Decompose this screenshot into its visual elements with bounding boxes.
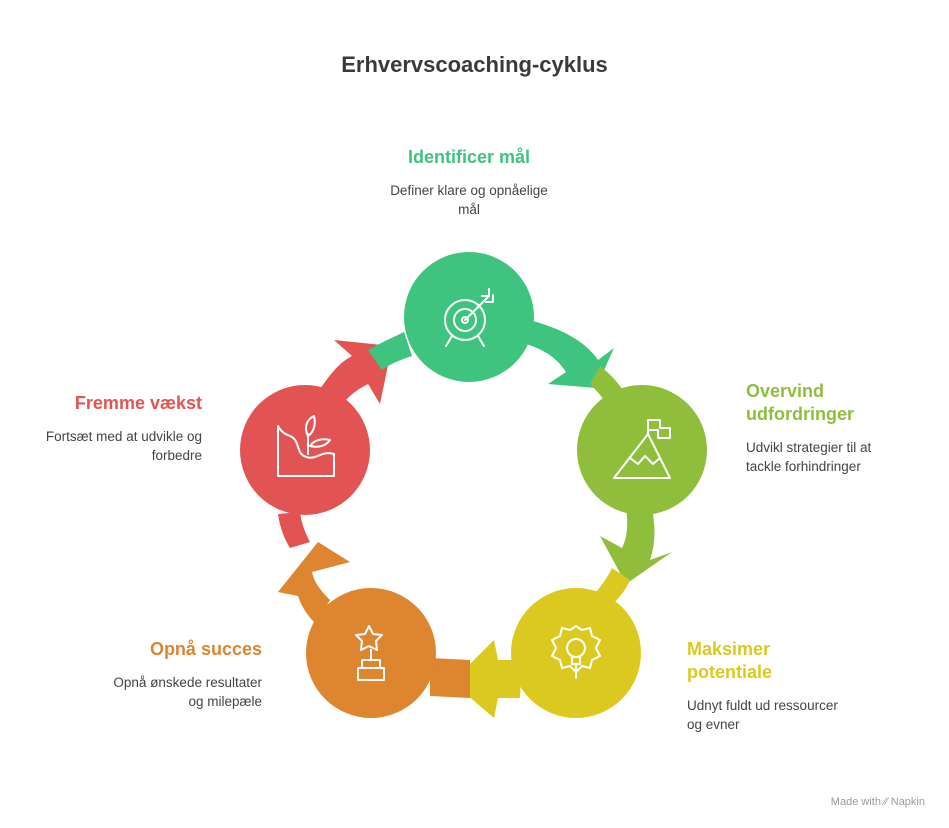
step-circle-maximize — [511, 588, 641, 718]
arrow-tail-achieve — [430, 658, 470, 698]
mountain-flag-icon — [613, 419, 671, 479]
step-title-grow: Fremme vækst — [74, 393, 202, 413]
made-with-label: Made with — [830, 796, 881, 808]
step-circle-overcome — [577, 385, 707, 515]
step-description-identify: Definer klare og opnåelige mål — [390, 183, 548, 217]
gear-lightbulb-icon — [551, 625, 601, 679]
plant-growth-icon — [277, 415, 335, 477]
napkin-logo-icon: ⁄⁄ — [884, 796, 888, 808]
made-with-credit: Made with ⁄⁄ Napkin — [831, 796, 925, 808]
cycle-arrows — [278, 318, 672, 718]
step-circle-grow — [240, 385, 370, 515]
step-title-overcome: Overvind udfordringer — [746, 381, 854, 424]
step-title-achieve: Opnå succes — [149, 639, 262, 659]
step-label-overcome: Overvind udfordringer Udvikl strategier … — [746, 380, 936, 476]
trophy-star-icon — [355, 625, 385, 681]
step-title-maximize: Maksimer potentiale — [687, 639, 773, 682]
step-description-maximize: Udnyt fuldt ud ressourcer og evner — [687, 698, 838, 732]
napkin-brand-label: Napkin — [890, 796, 925, 808]
arrow-tail-identify — [368, 332, 412, 370]
arrow-tail-grow — [278, 512, 310, 548]
step-label-grow: Fremme vækst Fortsæt med at udvikle og f… — [2, 392, 202, 465]
arrow-achieve-to-grow — [278, 542, 350, 624]
step-label-maximize: Maksimer potentiale Udnyt fuldt ud resso… — [687, 638, 907, 734]
arrow-overcome-to-maximize — [600, 508, 672, 584]
step-description-grow: Fortsæt med at udvikle og forbedre — [45, 429, 202, 463]
arrow-maximize-to-achieve — [452, 640, 522, 718]
target-icon — [444, 288, 494, 347]
step-description-overcome: Udvikl strategier til at tackle forhindr… — [746, 440, 872, 474]
page-title: Erhvervscoaching-cyklus — [341, 52, 608, 77]
step-label-identify: Identificer mål Definer klare og opnåeli… — [319, 146, 619, 219]
step-title-identify: Identificer mål — [407, 147, 531, 167]
step-description-achieve: Opnå ønskede resultater og milepæle — [113, 675, 262, 709]
step-label-achieve: Opnå succes Opnå ønskede resultater og m… — [42, 638, 262, 711]
arrow-identify-to-overcome — [520, 318, 614, 388]
